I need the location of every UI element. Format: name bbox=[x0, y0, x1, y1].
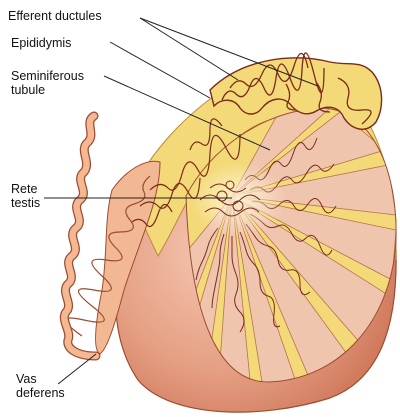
leader-epididymis bbox=[109, 41, 211, 99]
leader-seminiferous-tubule bbox=[103, 75, 271, 151]
label-rete-testis-line1: Rete bbox=[11, 182, 38, 196]
vas-deferens bbox=[59, 111, 101, 361]
label-seminiferous-tubule-line1: Seminiferous bbox=[11, 69, 84, 83]
leader-lines bbox=[44, 17, 319, 385]
epididymis-duct bbox=[64, 175, 151, 337]
label-vas-deferens-line2: deferens bbox=[16, 386, 65, 400]
efferent-ductules bbox=[209, 57, 383, 130]
epididymis-tail bbox=[95, 160, 161, 355]
ductule-coils bbox=[221, 52, 372, 125]
label-seminiferous-tubule-line2: tubule bbox=[11, 83, 46, 97]
label-epididymis: Epididymis bbox=[11, 36, 72, 50]
rete-testis-network bbox=[199, 180, 261, 217]
label-vas-deferens-line1: Vas bbox=[16, 372, 37, 386]
leader-efferent-ductules-2 bbox=[139, 17, 319, 87]
label-rete-testis-line2: testis bbox=[11, 196, 41, 210]
leader-vas-deferens bbox=[57, 353, 97, 385]
label-efferent-ductules: Efferent ductules bbox=[8, 9, 102, 23]
leader-efferent-ductules bbox=[139, 17, 239, 81]
